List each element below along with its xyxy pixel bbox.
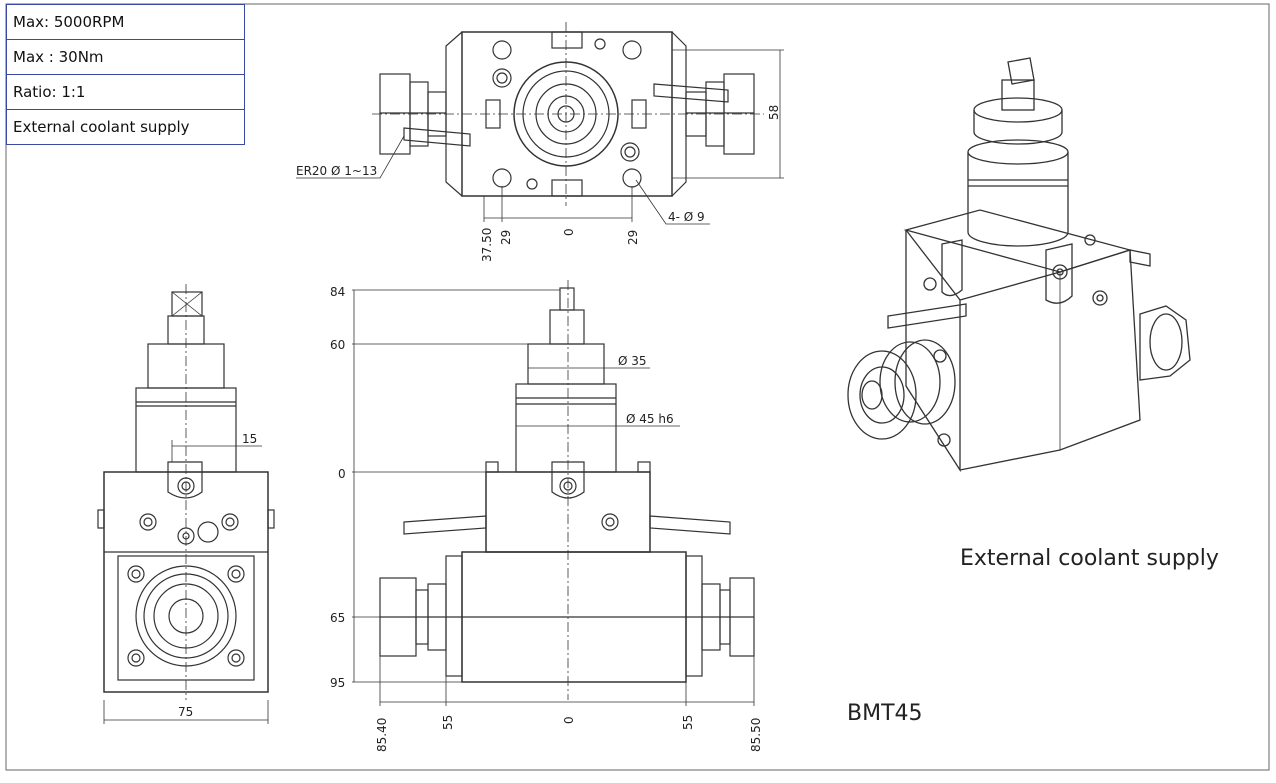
spec-row: Max : 30Nm xyxy=(6,39,245,75)
iso-caption: External coolant supply xyxy=(960,546,1219,571)
spec-max-torque: Max : 30Nm xyxy=(6,39,245,75)
width-0: 0 xyxy=(562,716,576,724)
spec-table: Max: 5000RPM Max : 30Nm Ratio: 1:1 Exter… xyxy=(6,4,245,145)
height-0: 0 xyxy=(338,467,346,481)
holes-label: 4- Ø 9 xyxy=(668,210,705,224)
spec-row: Max: 5000RPM xyxy=(6,4,245,40)
spec-max-rpm: Max: 5000RPM xyxy=(6,4,245,40)
dim-29-right: 29 xyxy=(626,230,640,245)
width-85-50: 85.50 xyxy=(749,718,763,752)
spec-ratio: Ratio: 1:1 xyxy=(6,74,245,110)
dim-37-50: 37.50 xyxy=(480,228,494,262)
dim-75: 75 xyxy=(178,705,193,719)
dim-29-left: 29 xyxy=(499,230,513,245)
side-view xyxy=(97,284,275,724)
width-85-40: 85.40 xyxy=(375,718,389,752)
spec-row: Ratio: 1:1 xyxy=(6,74,245,110)
top-view xyxy=(296,22,784,225)
front-view xyxy=(352,280,755,706)
width-55-left: 55 xyxy=(441,715,455,730)
spec-coolant: External coolant supply xyxy=(6,109,245,145)
dim-15: 15 xyxy=(242,432,257,446)
dia-45: Ø 45 h6 xyxy=(626,412,674,426)
height-84: 84 xyxy=(330,285,345,299)
height-65: 65 xyxy=(330,611,345,625)
dia-35: Ø 35 xyxy=(618,354,647,368)
height-95: 95 xyxy=(330,676,345,690)
sheet-border xyxy=(5,3,1270,771)
dim-58: 58 xyxy=(767,105,781,120)
model-label: BMT45 xyxy=(847,701,923,726)
spec-row: External coolant supply xyxy=(6,109,245,145)
isometric-view xyxy=(847,57,1191,473)
width-55-right: 55 xyxy=(681,715,695,730)
height-60: 60 xyxy=(330,338,345,352)
dim-0-top: 0 xyxy=(562,228,576,236)
collet-label: ER20 Ø 1~13 xyxy=(296,164,377,178)
